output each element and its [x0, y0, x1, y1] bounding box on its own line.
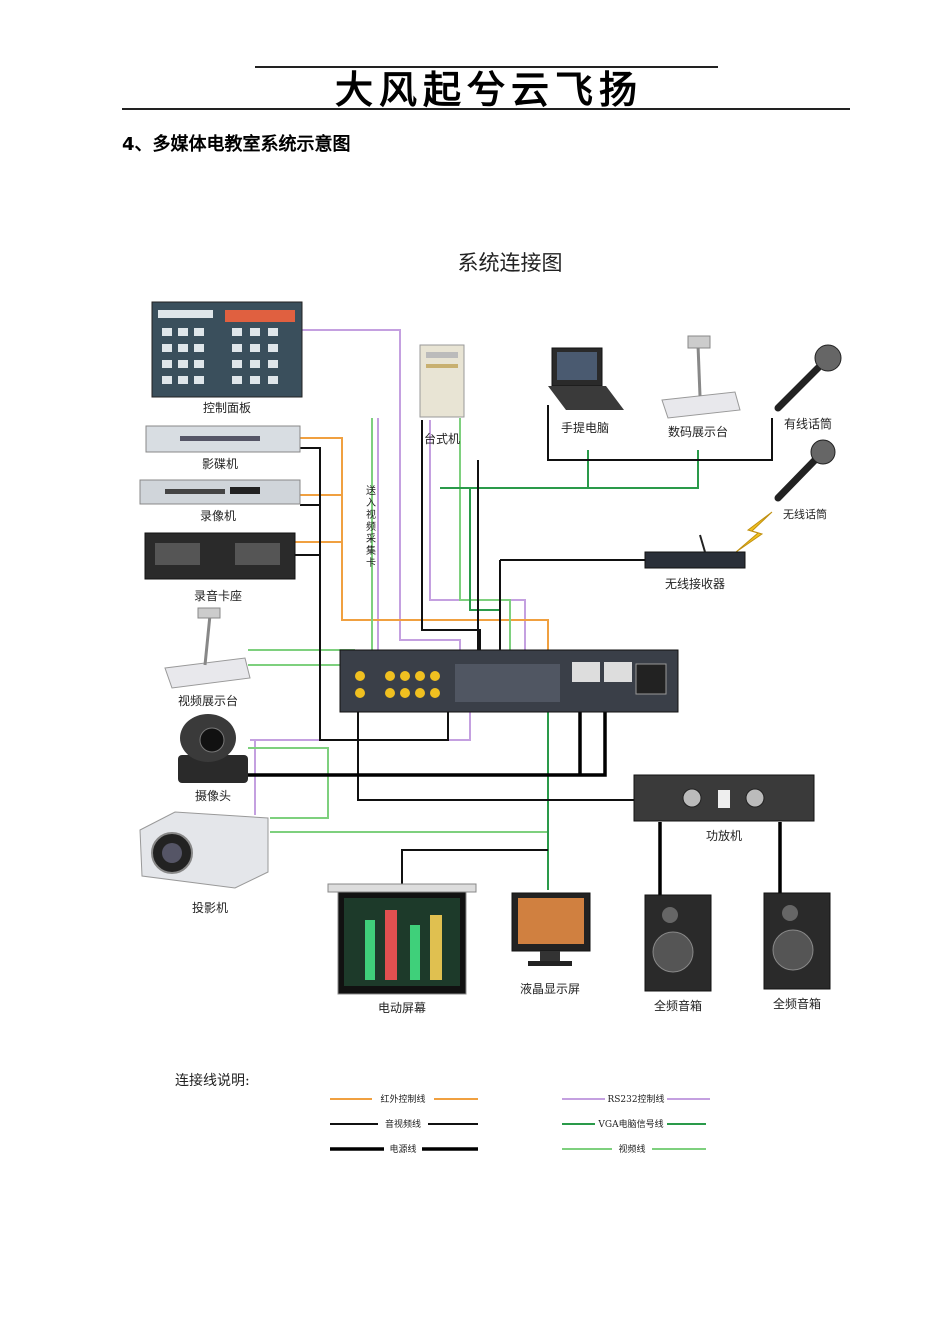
legend: 连接线说明: 红外控制线 RS232控制线 音视频线 VGA电脑信号线 电源线 …: [175, 1072, 710, 1155]
camera: 摄像头: [178, 714, 248, 803]
diagram-title: 系统连接图: [458, 251, 563, 275]
svg-text:视: 视: [366, 508, 376, 521]
laptop-label: 手提电脑: [561, 420, 609, 435]
svg-text:送: 送: [366, 484, 376, 497]
vcr-label: 录像机: [200, 509, 236, 523]
legend-power: 电源线: [389, 1143, 416, 1155]
speaker-right: 全频音箱: [763, 892, 831, 1011]
header-bottom-rule: [122, 108, 850, 110]
electric-screen: 电动屏幕: [327, 883, 477, 1015]
legend-title: 连接线说明:: [175, 1072, 250, 1089]
video-presenter-label: 视频展示台: [178, 693, 238, 708]
cassette-deck: 录音卡座: [144, 532, 296, 603]
speaker-left: 全频音箱: [644, 894, 712, 1013]
central-controller: [339, 649, 679, 713]
projector: 投影机: [139, 811, 269, 915]
wireless-receiver: 无线接收器: [644, 534, 746, 591]
amplifier: 功放机: [633, 774, 815, 843]
legend-ir: 红外控制线: [380, 1093, 425, 1105]
camera-label: 摄像头: [195, 788, 231, 803]
projector-label: 投影机: [192, 900, 228, 915]
av-lines: [295, 405, 773, 890]
svg-text:集: 集: [366, 544, 376, 557]
digital-presenter: 数码展示台: [661, 335, 741, 439]
vcd-player-label: 影碟机: [202, 457, 238, 471]
wired-mic: 有线话筒: [774, 344, 842, 431]
legend-vga: VGA电脑信号线: [597, 1118, 663, 1130]
amplifier-label: 功放机: [706, 828, 742, 843]
capture-card-note: 送 入 视 频 采 集 卡: [366, 484, 376, 569]
header-banner: 大风起兮云飞扬: [335, 67, 644, 112]
lcd-monitor: 液晶显示屏: [511, 892, 591, 996]
control-panel: 控制面板: [151, 301, 303, 415]
svg-text:卡: 卡: [366, 556, 376, 569]
cassette-deck-label: 录音卡座: [194, 588, 242, 603]
vcd-player: 影碟机: [145, 425, 301, 471]
video-presenter: 视频展示台: [164, 607, 251, 708]
vcr: 录像机: [139, 479, 301, 523]
digital-presenter-label: 数码展示台: [668, 424, 728, 439]
desktop-pc: 台式机: [419, 344, 465, 446]
electric-screen-label: 电动屏幕: [378, 1001, 426, 1015]
legend-av: 音视频线: [385, 1118, 421, 1130]
control-panel-label: 控制面板: [203, 401, 251, 415]
section-title: 4、多媒体电教室系统示意图: [122, 134, 351, 155]
svg-text:入: 入: [366, 498, 376, 509]
wireless-receiver-label: 无线接收器: [665, 576, 725, 591]
speaker-right-label: 全频音箱: [773, 996, 821, 1011]
lcd-monitor-label: 液晶显示屏: [520, 981, 580, 996]
desktop-pc-label: 台式机: [424, 431, 460, 446]
wireless-mic: 无线话筒: [774, 439, 836, 521]
header-top-rule: [255, 66, 718, 68]
wired-mic-label: 有线话筒: [784, 416, 832, 431]
laptop: 手提电脑: [548, 347, 624, 435]
svg-text:频: 频: [366, 520, 376, 533]
wireless-signal-icon: [735, 511, 773, 553]
wireless-mic-label: 无线话筒: [783, 507, 827, 521]
video-lines: [248, 418, 548, 833]
connection-lines: [248, 329, 782, 895]
legend-video: 视频线: [618, 1143, 645, 1155]
svg-text:采: 采: [366, 533, 376, 545]
speaker-left-label: 全频音箱: [654, 998, 702, 1013]
legend-rs232: RS232控制线: [607, 1093, 664, 1105]
